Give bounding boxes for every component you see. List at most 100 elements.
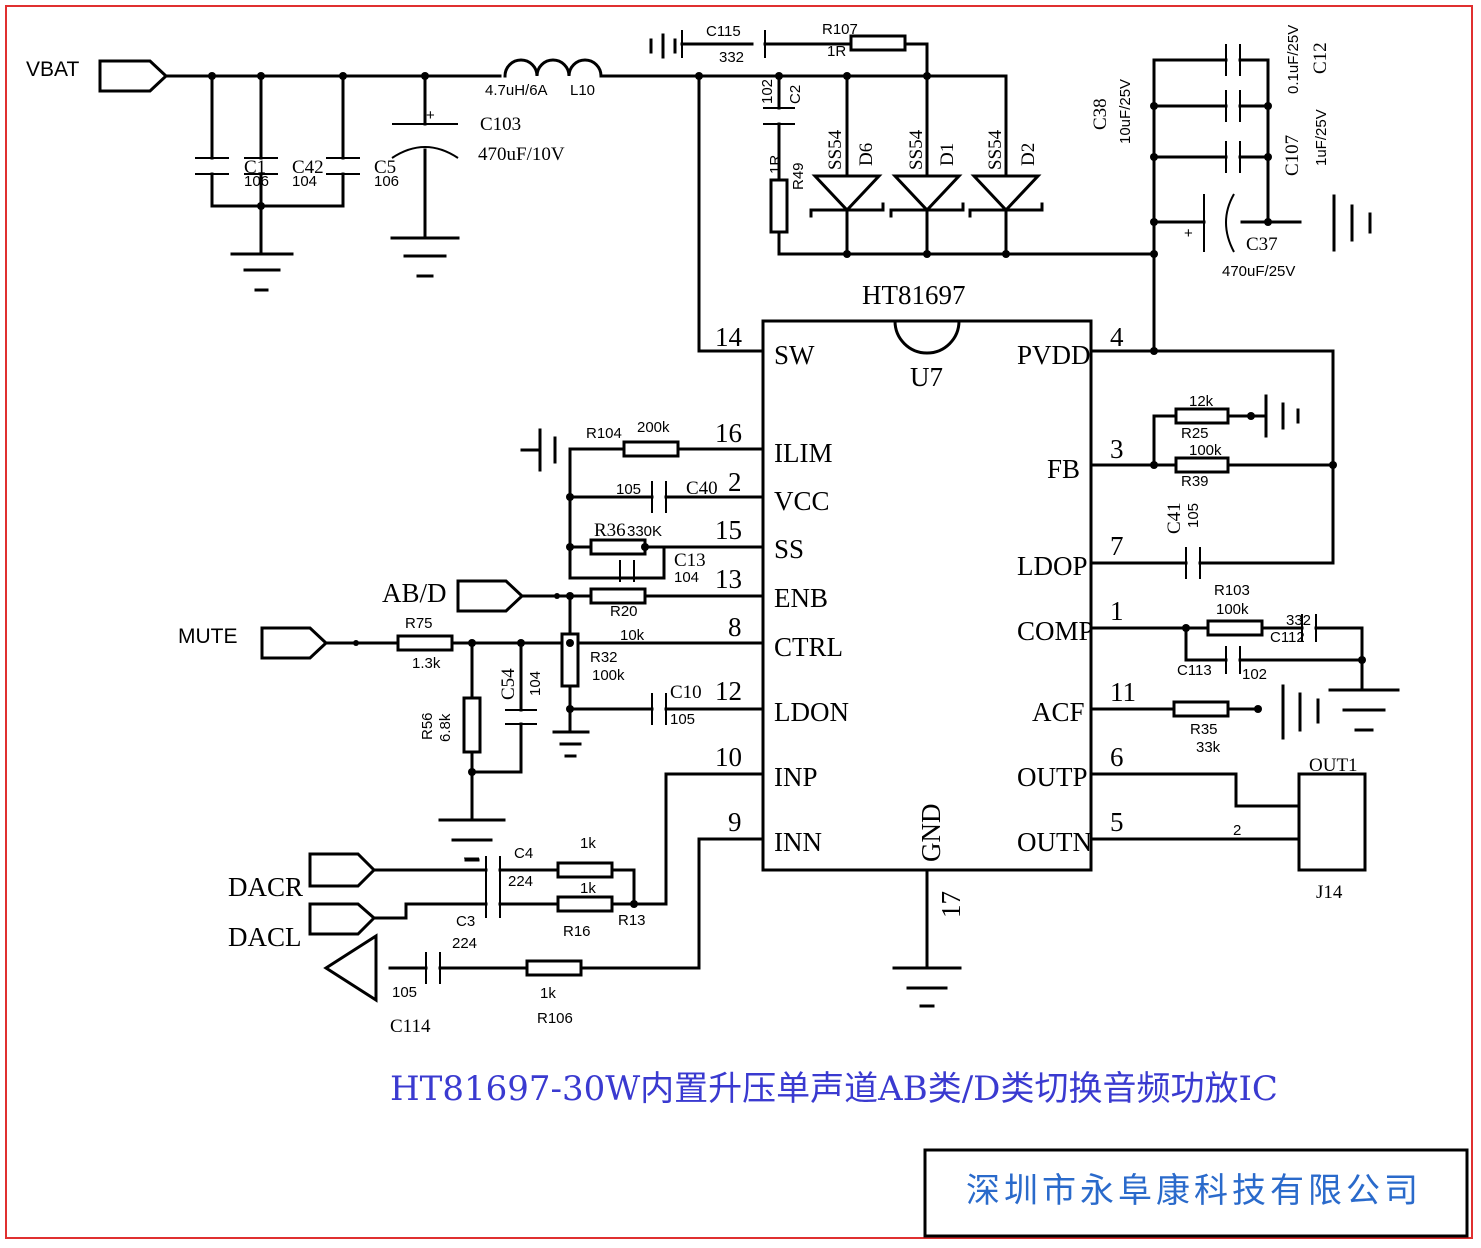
- r56-value: 6.8k: [437, 713, 454, 742]
- dacr-port: [308, 852, 377, 888]
- inductor-l10: [503, 58, 603, 78]
- r56-ref: R56: [419, 712, 436, 740]
- c2-ref: C2: [787, 85, 804, 104]
- c5-value: 106: [374, 173, 399, 190]
- d2-value: SS54: [985, 129, 1006, 170]
- inn-input-triangle: [323, 933, 378, 1003]
- c41-ref: C41: [1164, 502, 1185, 534]
- d1-ref: D1: [937, 143, 958, 166]
- svg-text:LDOP: LDOP: [1017, 551, 1088, 581]
- c103-ref: C103: [480, 114, 521, 135]
- ic-left-pins: 14 SW 16 ILIM 2 VCC 15 SS 13 ENB 8 CTRL …: [715, 322, 849, 857]
- svg-text:4: 4: [1110, 322, 1124, 352]
- c115-value: 332: [719, 49, 744, 66]
- c3-value: 224: [452, 935, 477, 952]
- c10-value: 105: [670, 711, 695, 728]
- svg-text:2: 2: [728, 467, 742, 497]
- c38-ref: C38: [1090, 98, 1111, 130]
- r49-value: 1R: [767, 155, 784, 174]
- r75-ref: R75: [405, 615, 433, 632]
- c4-value: 224: [508, 873, 533, 890]
- c107-ref: C107: [1282, 135, 1303, 176]
- dacl-port: [308, 902, 377, 936]
- mute-port: [260, 626, 329, 660]
- svg-text:9: 9: [728, 807, 742, 837]
- c54-ref: C54: [498, 668, 519, 700]
- svg-text:SW: SW: [774, 340, 815, 370]
- c13-ref: C13: [674, 550, 706, 571]
- r32-value: 100k: [592, 667, 625, 684]
- company-name: 深圳市永阜康科技有限公司: [966, 1171, 1422, 1211]
- l10-value: 4.7uH/6A: [485, 82, 548, 99]
- c113-ref: C113: [1177, 662, 1212, 679]
- r49-ref: R49: [790, 162, 807, 190]
- c113-value: 102: [1242, 666, 1267, 683]
- svg-text:11: 11: [1110, 677, 1136, 707]
- d2-ref: D2: [1018, 143, 1039, 166]
- r32-ref: R32: [590, 649, 618, 666]
- l10-ref: L10: [570, 82, 595, 99]
- c112-ref: C112: [1270, 629, 1305, 646]
- company-box: [923, 1148, 1469, 1238]
- c10-ref: C10: [670, 682, 702, 703]
- svg-text:6: 6: [1110, 742, 1124, 772]
- gnd-pin-num: 17: [936, 891, 966, 918]
- r36-ref: R36: [594, 520, 626, 541]
- svg-text:15: 15: [715, 515, 742, 545]
- r16-ref: R16: [563, 923, 591, 940]
- svg-text:3: 3: [1110, 434, 1124, 464]
- c112-value: 332: [1286, 612, 1311, 629]
- svg-text:ILIM: ILIM: [774, 438, 832, 468]
- svg-text:INP: INP: [774, 762, 818, 792]
- c115-ref: C115: [706, 23, 741, 40]
- svg-text:—: —: [464, 849, 479, 866]
- c3-ref: C3: [456, 913, 475, 930]
- dacr-label: DACR: [228, 872, 303, 902]
- resistor-r16: [556, 895, 614, 913]
- svg-text:12: 12: [715, 676, 742, 706]
- c114-ref: C114: [390, 1016, 431, 1037]
- r35-ref: R35: [1190, 721, 1218, 738]
- r39-ref: R39: [1181, 473, 1209, 490]
- resistor-r36: [589, 538, 647, 556]
- svg-text:1: 1: [1110, 596, 1124, 626]
- r103-ref: R103: [1214, 582, 1250, 599]
- c103-value: 470uF/10V: [478, 144, 565, 165]
- j14-name: OUT1: [1309, 755, 1358, 776]
- c4-ref: C4: [514, 845, 533, 862]
- r75-value: 1.3k: [412, 655, 441, 672]
- c1-value: 106: [244, 173, 269, 190]
- page-border: [5, 5, 1473, 1239]
- svg-text:OUTP: OUTP: [1017, 762, 1088, 792]
- r107-value: 1R: [827, 43, 846, 60]
- r16-value: 1k: [580, 880, 596, 897]
- diode-d2: [970, 174, 1042, 213]
- svg-text:VCC: VCC: [774, 486, 830, 516]
- resistor-r107: [849, 34, 907, 52]
- abd-label: AB/D: [382, 578, 447, 608]
- ic-part: HT81697: [862, 280, 966, 310]
- resistor-r20: [589, 587, 647, 605]
- c37-ref: C37: [1246, 234, 1278, 255]
- r13-value: 1k: [580, 835, 596, 852]
- r36-value: 330K: [627, 523, 662, 540]
- connector-j14: [1297, 772, 1367, 872]
- ic-right-pins: 4 PVDD 3 FB 7 LDOP 1 COMP 11 ACF 6 OUTP …: [1017, 322, 1136, 857]
- r106-value: 1k: [540, 985, 556, 1002]
- r107-ref: R107: [822, 21, 858, 38]
- diode-d1: [891, 174, 963, 213]
- resistor-r106: [525, 959, 583, 977]
- svg-text:+: +: [426, 107, 435, 124]
- resistor-r56: [462, 696, 482, 754]
- c12-value: 0.1uF/25V: [1285, 25, 1302, 94]
- svg-text:16: 16: [715, 418, 742, 448]
- svg-text:13: 13: [715, 564, 742, 594]
- svg-text:FB: FB: [1047, 454, 1080, 484]
- svg-text:10: 10: [715, 742, 742, 772]
- svg-text:5: 5: [1110, 807, 1124, 837]
- r25-ref: R25: [1181, 425, 1209, 442]
- svg-text:ENB: ENB: [774, 583, 828, 613]
- j14-ref: J14: [1316, 882, 1343, 903]
- j14-pin2: 2: [1233, 822, 1241, 839]
